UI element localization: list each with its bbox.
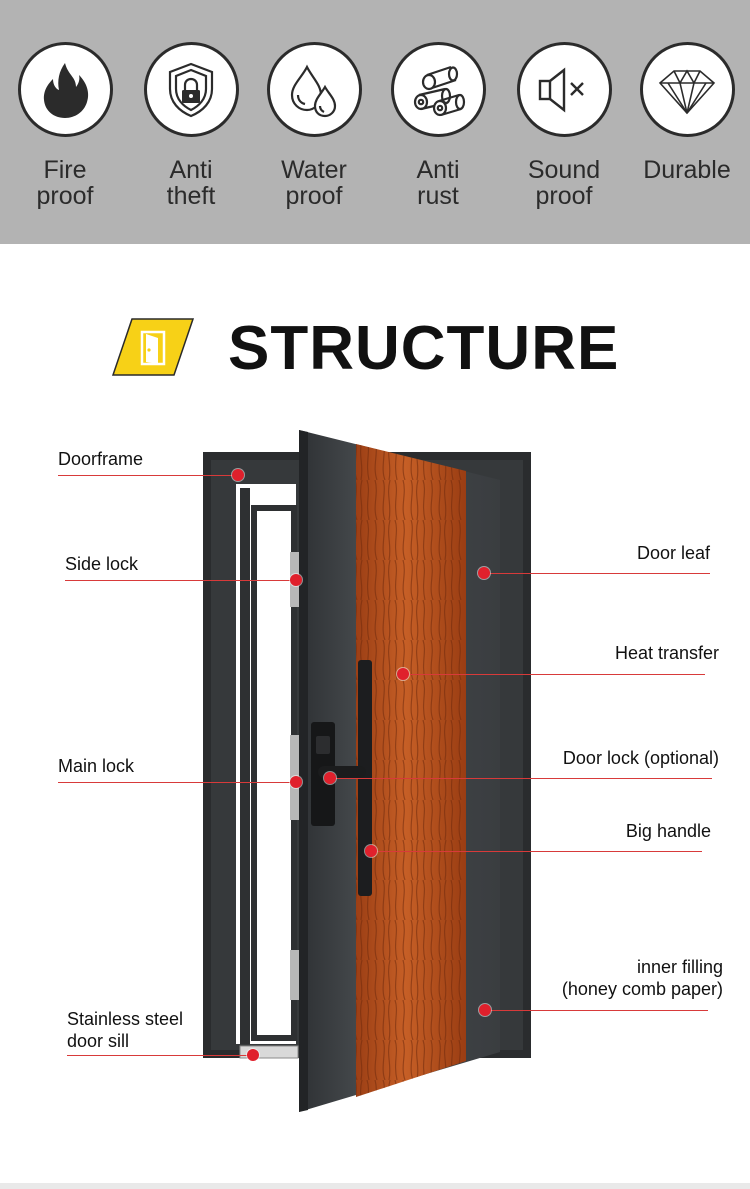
callout-dot-door-sill (247, 1049, 259, 1061)
callout-label-inner-filling-line1: inner filling (636, 957, 723, 977)
feature-anti-rust: Anti rust (388, 42, 488, 209)
callout-label-heat-transfer: Heat transfer (614, 643, 719, 663)
feature-label-line2: theft (166, 182, 216, 210)
feature-banner: Fire proof Anti theft (0, 0, 750, 244)
page-title: STRUCTURE (228, 314, 620, 383)
feature-water-proof: Water proof (264, 42, 364, 209)
feature-label-line1: Water (281, 156, 347, 184)
callout-dot-heat-transfer (397, 668, 409, 680)
callout-dot-doorframe (232, 469, 244, 481)
callout-line-side-lock (65, 580, 296, 581)
door-icon (112, 318, 194, 376)
feature-label-line1: Anti (169, 156, 213, 184)
feature-anti-theft: Anti theft (141, 42, 241, 209)
feature-label-line2: rust (417, 182, 459, 210)
callout-dot-door-lock (324, 772, 336, 784)
feature-label-line2: proof (285, 182, 343, 210)
callout-dot-inner-filling (479, 1004, 491, 1016)
door-illustration (203, 430, 531, 1112)
bottom-divider (0, 1183, 750, 1189)
feature-label-line1: Anti (416, 156, 460, 184)
callout-line-inner-filling (485, 1010, 708, 1011)
callout-line-big-handle (371, 851, 702, 852)
callout-label-door-sill-line2: door sill (67, 1031, 130, 1051)
feature-label-line1: Sound (527, 156, 601, 184)
feature-label-line1: Durable (643, 156, 731, 184)
callout-line-main-lock (58, 782, 296, 783)
feature-label-line2: proof (535, 182, 593, 210)
callout-label-main-lock: Main lock (58, 756, 135, 776)
callout-dot-main-lock (290, 776, 302, 788)
callout-label-inner-filling: inner filling (honey comb paper) (562, 956, 723, 1000)
callout-label-big-handle: Big handle (625, 821, 711, 841)
callout-line-heat-transfer (403, 674, 705, 675)
callout-dot-big-handle (365, 845, 377, 857)
water-drops-icon (266, 42, 362, 137)
shield-lock-icon (143, 42, 239, 137)
callout-line-doorframe (58, 475, 238, 476)
callout-label-side-lock: Side lock (65, 554, 139, 574)
fire-icon (17, 42, 113, 137)
feature-sound-proof: Sound proof (514, 42, 614, 209)
diamond-icon (639, 42, 735, 137)
feature-fire-proof: Fire proof (15, 42, 115, 209)
callout-label-inner-filling-line2: (honey comb paper) (561, 979, 723, 999)
callout-label-door-sill-line1: Stainless steel (67, 1009, 184, 1029)
callout-dot-side-lock (290, 574, 302, 586)
callout-label-door-leaf: Door leaf (636, 543, 710, 563)
callout-line-door-sill (67, 1055, 253, 1056)
callout-label-door-lock: Door lock (optional) (562, 748, 719, 768)
feature-label-line2: proof (36, 182, 94, 210)
callout-line-door-leaf (484, 573, 710, 574)
feature-label-line1: Fire (43, 156, 87, 184)
callout-dot-door-leaf (478, 567, 490, 579)
callout-label-doorframe: Doorframe (58, 449, 144, 469)
feature-durable: Durable (637, 42, 737, 183)
pipes-icon (390, 42, 486, 137)
callout-line-door-lock (330, 778, 712, 779)
callout-label-door-sill: Stainless steel door sill (67, 1008, 183, 1052)
speaker-mute-icon (516, 42, 612, 137)
